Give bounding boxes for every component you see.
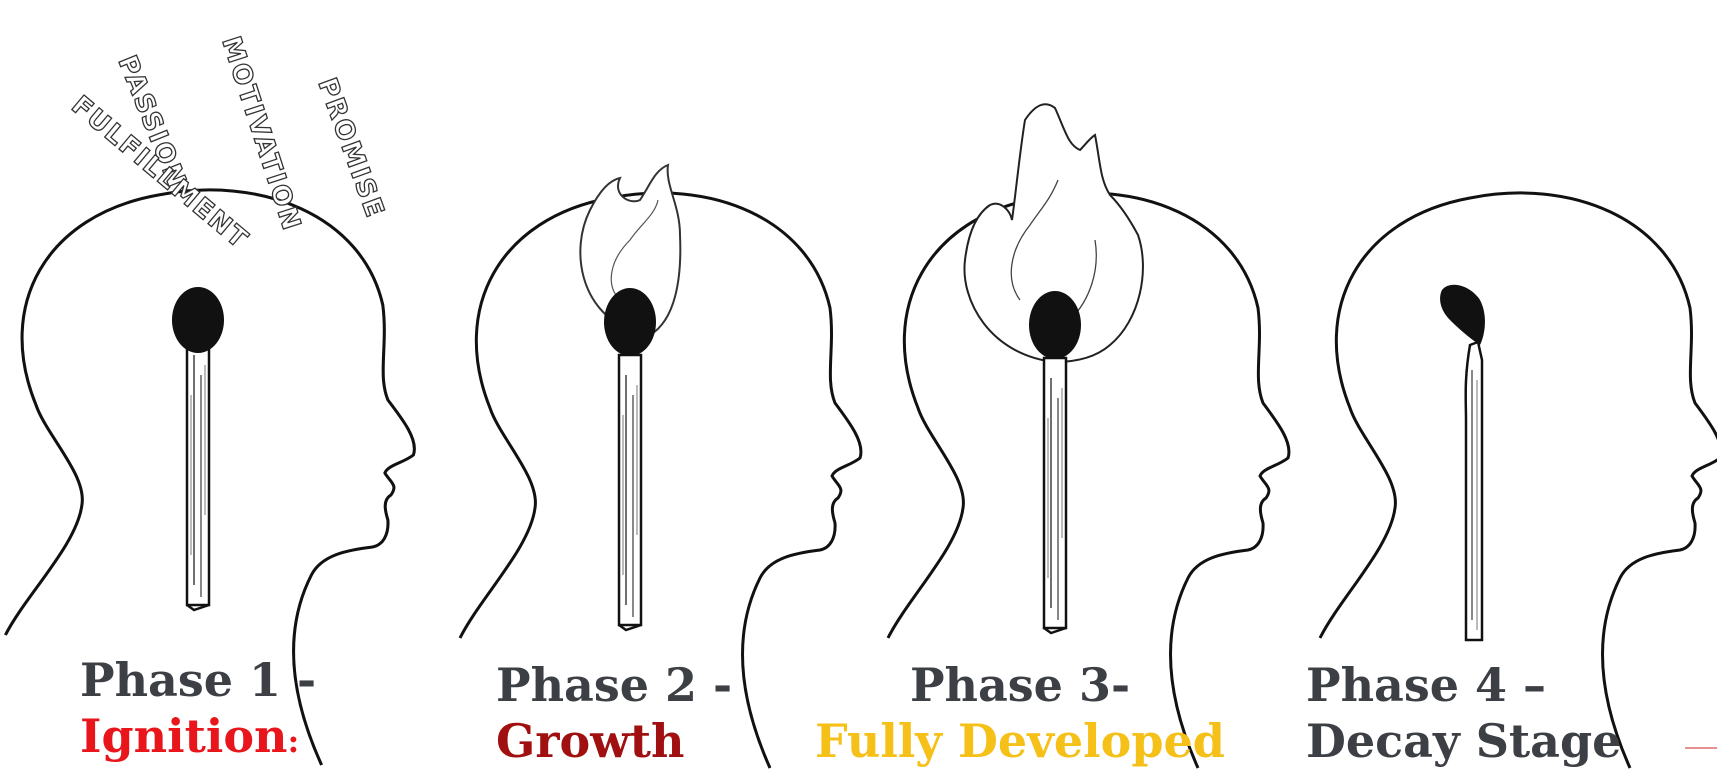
match-burnt xyxy=(1440,285,1485,640)
phase-4-caption: Phase 4 – Decay Stage xyxy=(1306,657,1621,769)
match-unlit xyxy=(172,287,224,610)
phase-1-stage-colon: : xyxy=(287,722,299,760)
thought-word-promise: PROMISE xyxy=(311,74,390,223)
phase-1-stage-name: Ignition xyxy=(80,709,287,763)
phase-4-stage: Decay Stage xyxy=(1306,713,1621,769)
phase-2-stage: Growth xyxy=(496,713,732,769)
phase-3-label: Phase 3- xyxy=(800,657,1240,713)
phase-2-label: Phase 2 - xyxy=(496,657,732,713)
phase-1-caption: Phase 1 - Ignition: xyxy=(80,652,316,769)
phase-1-stage: Ignition: xyxy=(80,708,316,769)
phase-2-caption: Phase 2 - Growth xyxy=(496,657,732,769)
phase-3-caption: Phase 3- Fully Developed xyxy=(800,657,1240,769)
phase-1-label: Phase 1 - xyxy=(80,652,316,708)
phase-3-stage: Fully Developed xyxy=(800,713,1240,769)
thought-word-motivation: MOTIVATION xyxy=(215,33,306,235)
match-large-flame xyxy=(964,104,1142,633)
phase-4-label: Phase 4 – xyxy=(1306,657,1621,713)
match-small-flame xyxy=(580,165,680,630)
thought-words: PASSION MOTIVATION PROMISE FULFILLMENT xyxy=(66,33,390,256)
